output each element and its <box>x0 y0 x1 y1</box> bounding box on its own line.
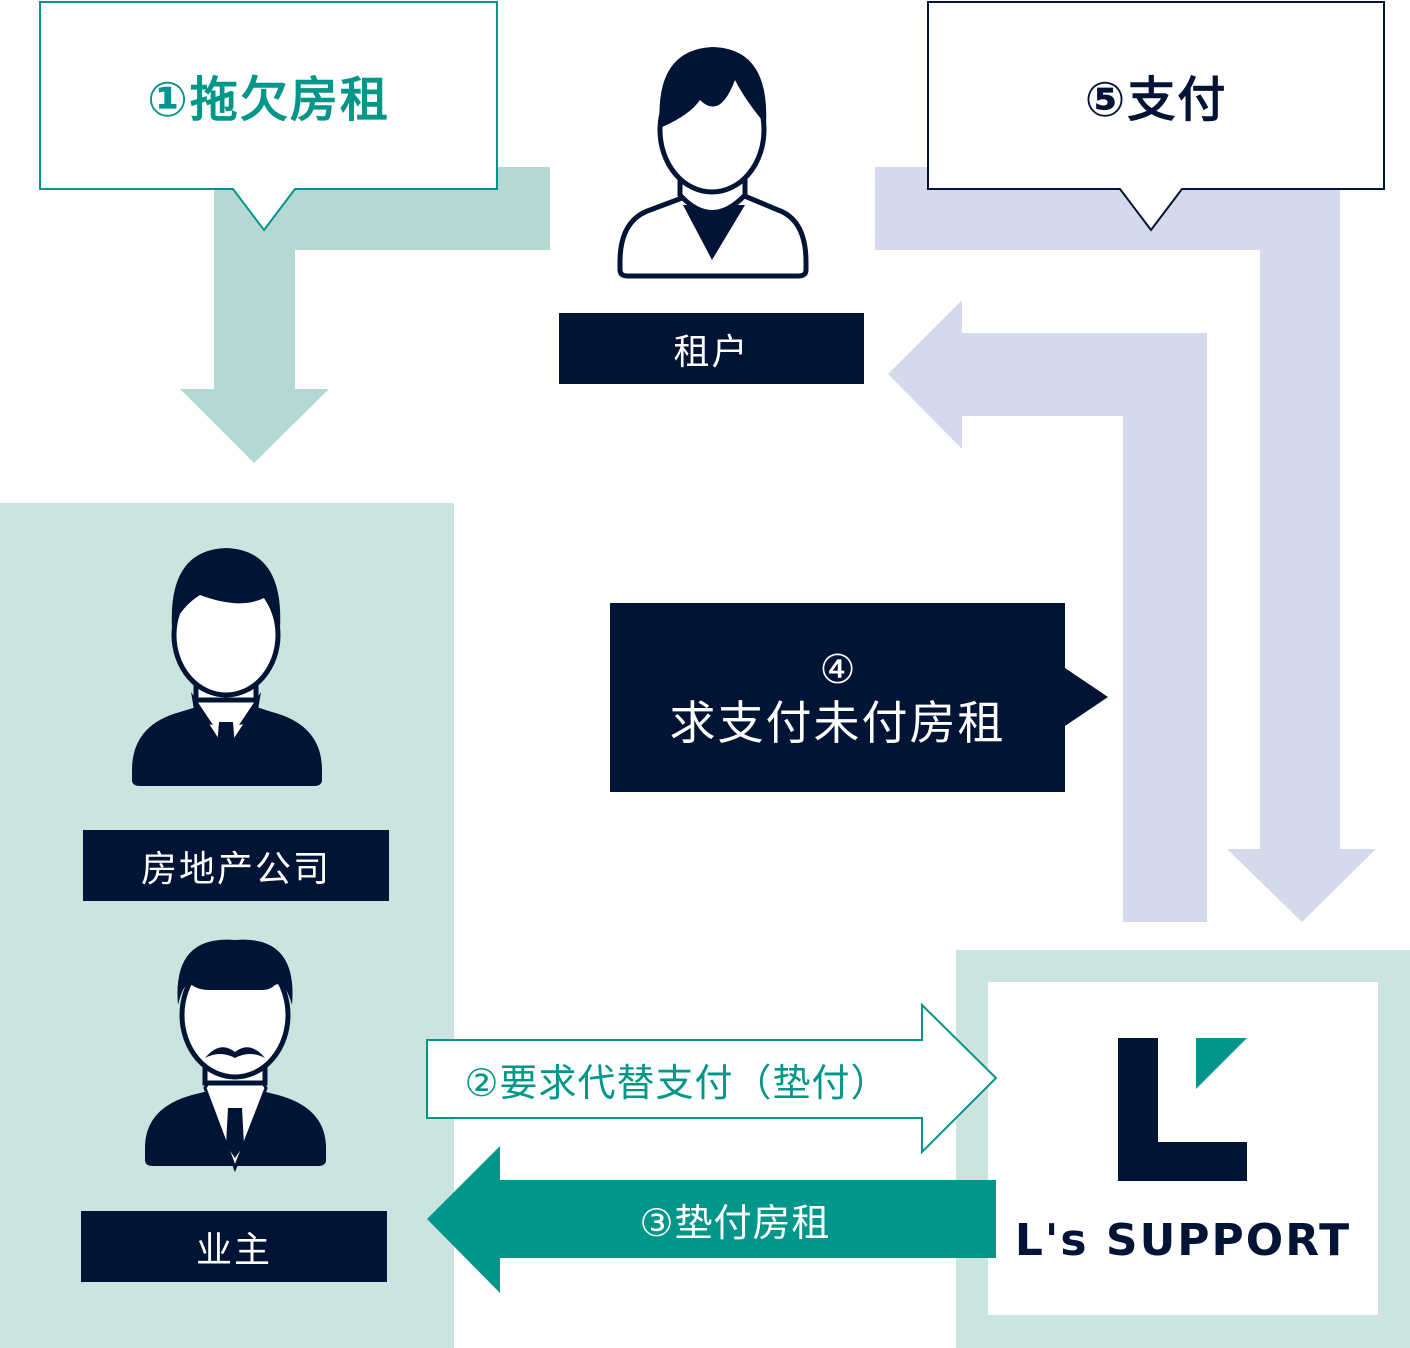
ls-support-brand-text: L's SUPPORT <box>1014 1214 1352 1266</box>
step5-callout-text: ⑤支付 <box>1084 72 1228 128</box>
step4-number: ④ <box>819 647 856 693</box>
step5-arrow <box>875 167 1376 922</box>
step3-arrow <box>427 1146 996 1293</box>
step5-callout <box>927 1 1385 232</box>
step1-callout <box>39 1 498 232</box>
agency-person-icon <box>132 548 322 786</box>
tenant-person-icon <box>617 47 809 279</box>
step1-callout-text: ①拖欠房租 <box>147 72 390 128</box>
step4-arrow <box>888 300 1207 922</box>
owner-person-icon <box>145 939 326 1173</box>
agency-label: 房地产公司 <box>83 830 389 901</box>
step4-callout <box>610 603 1108 792</box>
owner-label: 业主 <box>81 1211 387 1282</box>
step4-text: 求支付未付房租 <box>669 696 1006 750</box>
step2-arrow <box>426 1002 998 1155</box>
tenant-label: 租户 <box>559 313 864 384</box>
step1-arrow <box>180 167 550 463</box>
step4-callout-text: ④ 求支付未付房租 <box>610 630 1065 770</box>
step2-arrow-text: ②要求代替支付（垫付） <box>464 1060 890 1105</box>
step3-arrow-text: ③垫付房租 <box>639 1200 831 1245</box>
ls-support-logo-icon <box>1118 1038 1247 1181</box>
